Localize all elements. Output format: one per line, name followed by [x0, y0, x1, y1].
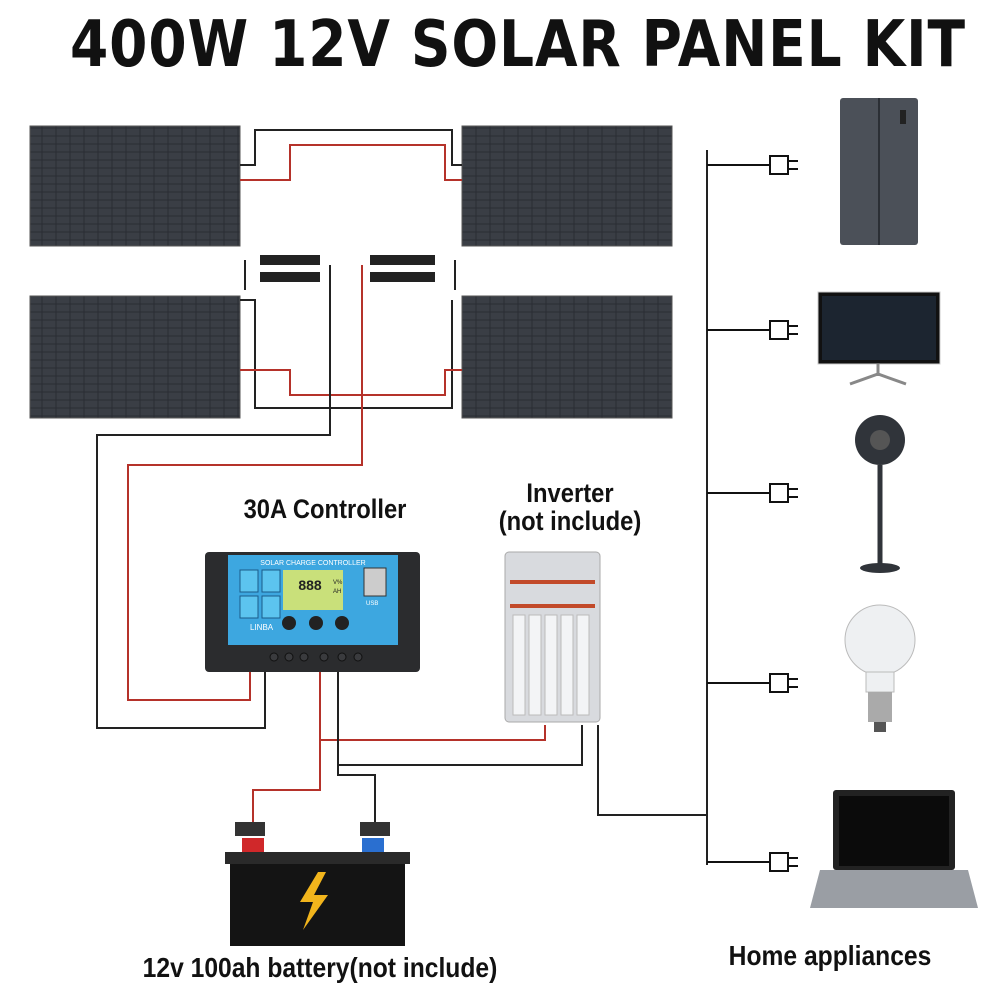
lightning-bolt-icon: [300, 872, 328, 930]
usb-port: [363, 567, 387, 597]
solar-panel-top-left: [29, 125, 241, 247]
inverter: [504, 551, 601, 723]
page-title: 400W 12V SOLAR PANEL KIT: [70, 8, 966, 82]
controller-display: 888: [298, 577, 322, 593]
controller-brand: LINBA: [250, 623, 274, 632]
laptop-icon: [810, 790, 978, 908]
mc4-branch-connector-right: [370, 255, 435, 282]
inverter-label: Inverter: [526, 478, 614, 508]
controller-units-top: V%: [333, 580, 343, 586]
plug-icon: [707, 155, 798, 175]
inverter-note: (not include): [498, 506, 642, 536]
controller-button-2[interactable]: [309, 616, 323, 630]
solar-panel-bottom-left: [29, 295, 241, 419]
usb-label: USB: [366, 601, 378, 607]
battery: [225, 822, 410, 946]
solar-panel-top-right: [461, 125, 673, 247]
plug-icon: [707, 483, 798, 503]
charge-controller: SOLAR CHARGE CONTROLLER 888 V% AH LINBA …: [205, 552, 420, 672]
solar-panel-bottom-right: [461, 295, 673, 419]
plug-icon: [707, 852, 798, 872]
controller-units-bottom: AH: [333, 589, 341, 595]
plug-icon: [707, 320, 798, 340]
fan-icon: [855, 415, 905, 573]
appliances-label: Home appliances: [728, 940, 932, 971]
controller-button-3[interactable]: [335, 616, 349, 630]
battery-label: 12v 100ah battery(not include): [142, 952, 498, 983]
controller-header: SOLAR CHARGE CONTROLLER: [260, 560, 365, 567]
monitor-icon: [817, 291, 941, 386]
light-bulb-icon: [844, 604, 916, 732]
controller-label: 30A Controller: [243, 494, 407, 524]
panel-wires: [96, 129, 708, 865]
mc4-branch-connector-left: [260, 255, 320, 282]
controller-button-1[interactable]: [282, 616, 296, 630]
refrigerator-icon: [840, 98, 918, 245]
plug-icon: [707, 673, 798, 693]
